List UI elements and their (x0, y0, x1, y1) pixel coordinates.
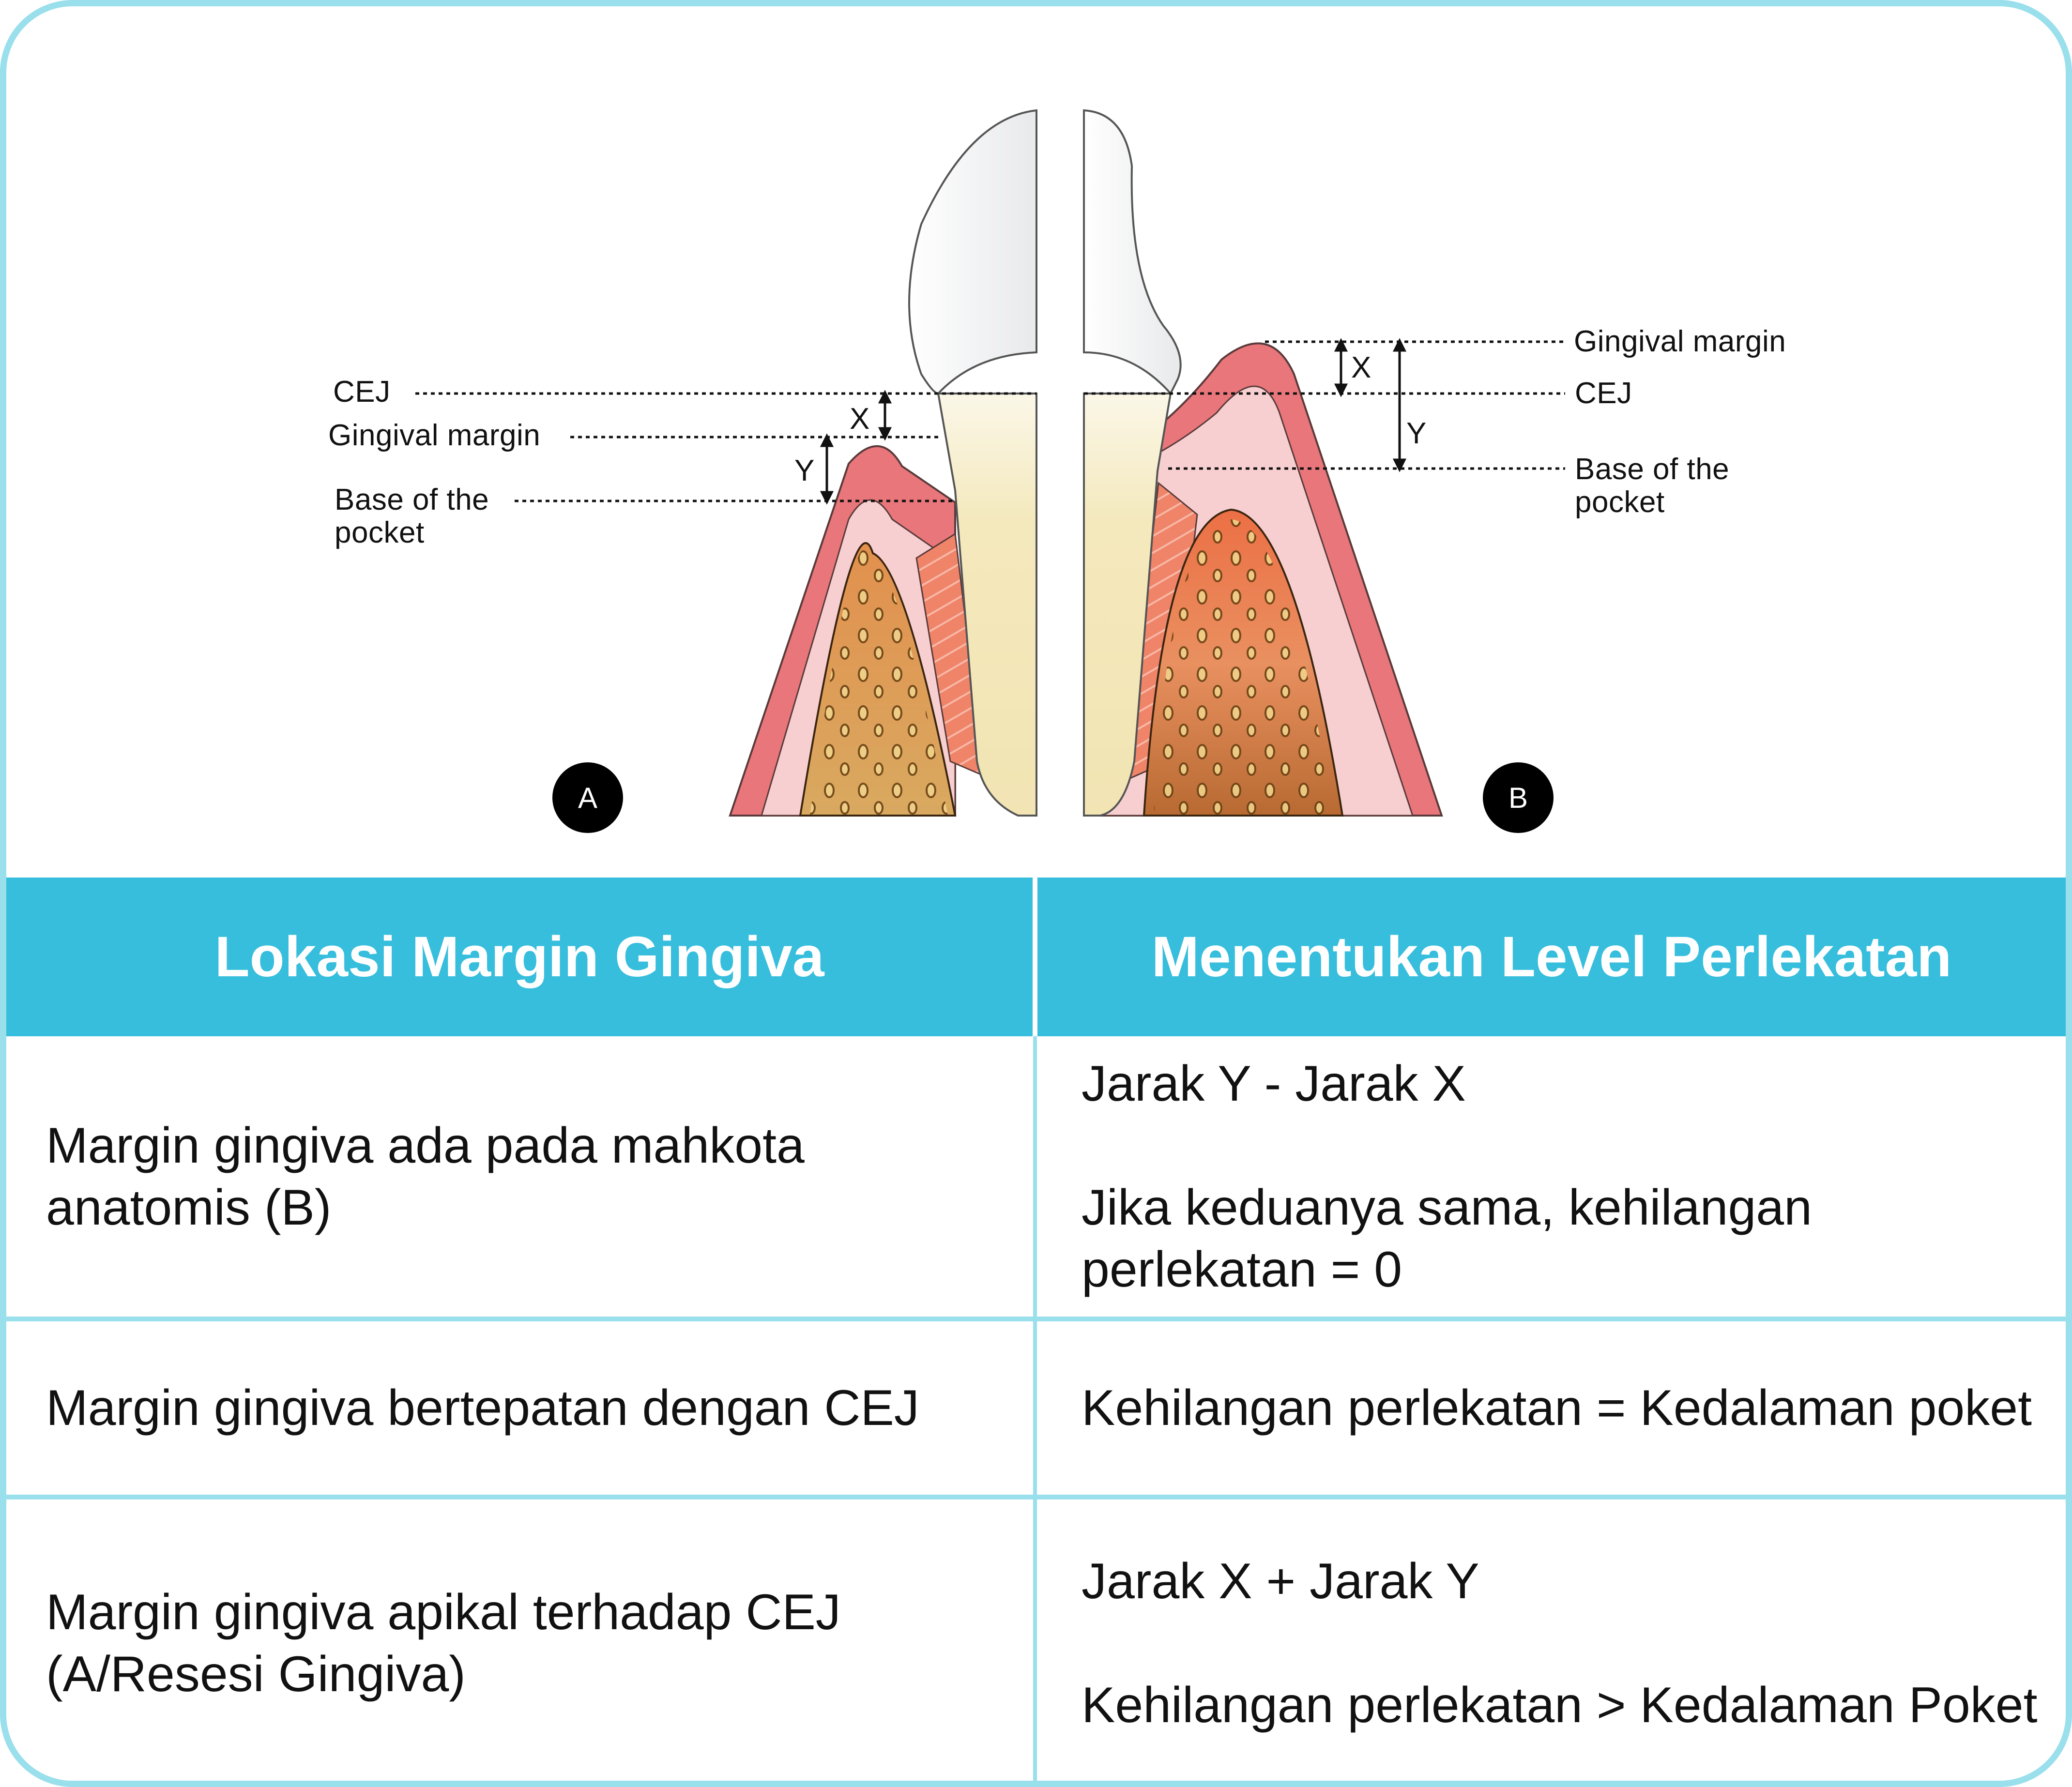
label-a-base-line2: pocket (335, 516, 425, 549)
header-location: Lokasi Margin Gingiva (6, 878, 1037, 1036)
table-row: Margin gingiva bertepatan dengan CEJ Keh… (6, 1317, 2066, 1497)
cell-location: Margin gingiva ada pada mahkota anatomis… (6, 1036, 1037, 1319)
panel-b-reference-lines (1084, 340, 1565, 470)
level-formula: Jarak X + Jarak Y (1082, 1553, 1479, 1609)
panel-a-illustration (729, 109, 1037, 817)
cell-level: Kehilangan perlekatan = Kedalaman poket (1035, 1317, 2066, 1497)
panel-b-illustration (1083, 109, 1443, 817)
level-formula: Jarak Y - Jarak X (1082, 1055, 1466, 1112)
badge-a: A (552, 762, 623, 833)
label-b-x: X (1351, 351, 1371, 384)
tooth-illustration (415, 109, 1565, 817)
label-a-x: X (850, 402, 870, 436)
cell-location: Margin gingiva apikal terhadap CEJ (A/Re… (6, 1495, 1037, 1781)
table-header-row: Lokasi Margin Gingiva Menentukan Level P… (6, 878, 2066, 1036)
periodontal-diagram: CEJ Gingival margin Base of the pocket X… (6, 6, 2066, 878)
level-note: Kehilangan perlekatan = Kedalaman poket (1082, 1380, 2032, 1436)
label-b-y: Y (1406, 417, 1427, 450)
label-a-base-line1: Base of the (335, 483, 489, 516)
label-b-base-line2: pocket (1575, 485, 1665, 519)
badge-b: B (1483, 762, 1554, 833)
attachment-level-table: Lokasi Margin Gingiva Menentukan Level P… (6, 878, 2066, 1781)
label-a-gingival-margin: Gingival margin (328, 419, 541, 452)
table-row: Margin gingiva ada pada mahkota anatomis… (6, 1036, 2066, 1319)
table-row: Margin gingiva apikal terhadap CEJ (A/Re… (6, 1495, 2066, 1781)
panel-b-arrows (1334, 338, 1407, 472)
cell-level: Jarak X + Jarak Y Kehilangan perlekatan … (1035, 1495, 2066, 1781)
label-b-base-line1: Base of the (1575, 453, 1730, 486)
cell-location: Margin gingiva bertepatan dengan CEJ (6, 1317, 1037, 1497)
panel-a-arrows (820, 390, 892, 505)
level-note: Jika keduanya sama, kehilangan perlekata… (1082, 1179, 1812, 1298)
level-note: Kehilangan perlekatan > Kedalaman Poket (1082, 1677, 2038, 1733)
label-b-cej: CEJ (1575, 377, 1632, 410)
label-a-cej: CEJ (333, 375, 391, 409)
label-a-y: Y (794, 454, 815, 487)
panel-a-reference-lines (415, 392, 1036, 502)
header-attachment-level: Menentukan Level Perlekatan (1035, 878, 2066, 1036)
cell-level: Jarak Y - Jarak X Jika keduanya sama, ke… (1035, 1036, 2066, 1319)
label-b-gingival-margin: Gingival margin (1574, 325, 1786, 358)
